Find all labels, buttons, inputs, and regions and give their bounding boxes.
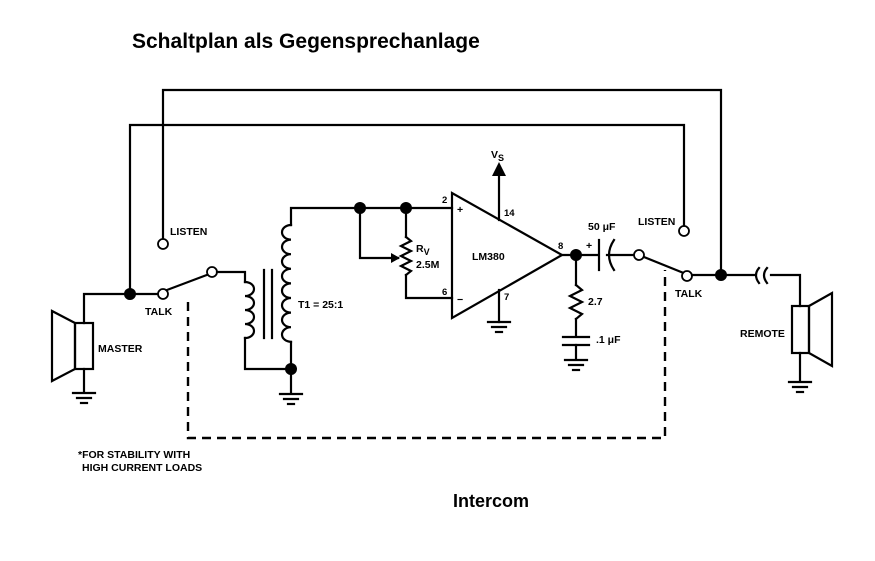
wire-switch-to-primary xyxy=(215,270,247,284)
label-listen-right: LISTEN xyxy=(638,216,675,228)
master-speaker xyxy=(50,309,95,383)
transformer-primary-coil xyxy=(243,280,256,340)
label-amp: LM380 xyxy=(472,251,505,263)
switch-contact-talk-left xyxy=(157,288,169,300)
switch-gang-link-dashed xyxy=(186,270,667,440)
ground-icon-amplifier xyxy=(486,320,512,334)
ground-icon-output xyxy=(563,358,589,372)
switch-contact-listen-left xyxy=(157,238,169,250)
junction-dot-master xyxy=(124,288,136,300)
line-break-icon xyxy=(754,266,769,285)
label-transformer: T1 = 25:1 xyxy=(298,299,343,311)
wire-wiper-loop xyxy=(358,206,400,260)
figure-caption: Intercom xyxy=(453,491,530,511)
switch-arm-left xyxy=(157,271,214,295)
label-rv: RV xyxy=(416,243,430,257)
label-pin6: 6 xyxy=(442,287,447,298)
ground-icon-master xyxy=(71,391,97,405)
wire-master-speaker-top xyxy=(82,292,165,325)
label-pin14: 14 xyxy=(504,208,515,219)
label-remote: REMOTE xyxy=(740,328,785,340)
label-pin7: 7 xyxy=(504,292,509,303)
wire-rv-to-pin6 xyxy=(404,273,454,300)
label-vs: VS xyxy=(491,149,504,163)
switch-pivot-right xyxy=(633,249,645,261)
remote-speaker xyxy=(790,291,834,368)
potentiometer-wiper-arrow xyxy=(391,253,400,263)
label-cap-plus: + xyxy=(586,240,592,252)
wire-to-remote-speaker xyxy=(769,273,802,308)
wire-listen-left-to-remote xyxy=(161,88,723,276)
resistor-2-7 xyxy=(567,283,585,321)
label-pin8: 8 xyxy=(558,241,563,252)
transformer-secondary-coil xyxy=(280,223,293,343)
label-talk-right: TALK xyxy=(675,288,703,300)
label-talk-left: TALK xyxy=(145,306,173,318)
switch-contact-talk-right xyxy=(681,270,693,282)
junction-dot-secondary-ground xyxy=(285,363,297,375)
switch-arm-right xyxy=(642,255,688,276)
junction-dot-remote xyxy=(715,269,727,281)
page-title: Schaltplan als Gegensprechanlage xyxy=(132,30,480,53)
footnote-line-2: HIGH CURRENT LOADS xyxy=(82,462,202,474)
label-resistor: 2.7 xyxy=(588,296,603,308)
wire-primary-to-ground xyxy=(243,336,293,371)
label-rv-value: 2.5M xyxy=(416,259,440,271)
potentiometer-rv xyxy=(398,235,414,277)
label-cap-out: 50 μF xyxy=(588,221,616,233)
label-pin2: 2 xyxy=(442,195,447,206)
wire-master-to-listen-right xyxy=(128,123,686,296)
label-cap-small: .1 μF xyxy=(596,334,621,346)
switch-contact-listen-right xyxy=(678,225,690,237)
footnote-line-1: *FOR STABILITY WITH xyxy=(78,449,190,461)
ground-icon-transformer xyxy=(278,392,304,406)
label-master: MASTER xyxy=(98,343,143,355)
wire-secondary-top xyxy=(289,206,361,227)
label-plus-input: + xyxy=(457,204,463,216)
switch-pivot-left xyxy=(206,266,218,278)
amplifier-lm380 xyxy=(450,191,565,320)
vs-supply-arrow xyxy=(492,162,506,176)
ground-icon-remote xyxy=(787,380,813,394)
label-minus-input: − xyxy=(457,294,463,306)
label-listen-left: LISTEN xyxy=(170,226,207,238)
